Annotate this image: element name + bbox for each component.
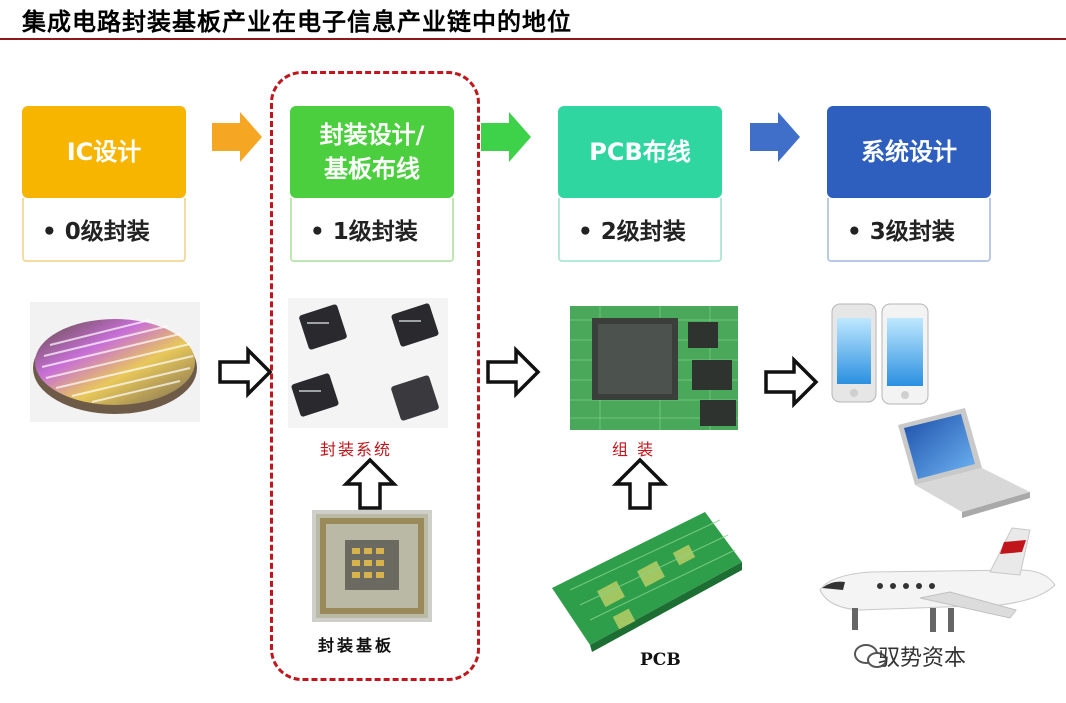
outline-arrow-right-icon [218, 345, 273, 399]
stage-level-0: • 0级封装 [22, 198, 186, 262]
pcb-assembly-image [570, 306, 738, 430]
outline-arrow-up-icon [341, 457, 399, 510]
wafer-image [30, 302, 200, 422]
arrow-right-icon [750, 112, 800, 162]
smartphone-image [831, 303, 929, 405]
airplane-image [819, 527, 1056, 632]
stage-level-1: • 1级封装 [290, 198, 454, 262]
highlight-frame [270, 71, 480, 681]
stage-level-2: • 2级封装 [558, 198, 722, 262]
watermark-text: 驭势资本 [878, 646, 967, 671]
stage-level-3: • 3级封装 [827, 198, 991, 262]
outline-arrow-up-icon [611, 457, 669, 510]
pcb-board-image [552, 512, 742, 652]
caption-assembly: 组 装 [612, 440, 656, 459]
title-divider [0, 38, 1066, 40]
arrow-right-icon [481, 112, 531, 162]
package-chips-image [288, 298, 448, 428]
outline-arrow-right-icon [486, 345, 541, 399]
arrow-right-icon [212, 112, 262, 162]
stage-box-ic-design: IC设计 [22, 106, 186, 198]
caption-package-substrate: 封装基板 [318, 636, 395, 655]
stage-box-package-design: 封装设计/ 基板布线 [290, 106, 454, 198]
laptop-image [898, 408, 1030, 518]
outline-arrow-right-icon [764, 355, 819, 409]
stage-box-system-design: 系统设计 [827, 106, 991, 198]
page-title: 集成电路封装基板产业在电子信息产业链中的地位 [22, 7, 572, 36]
caption-pcb: PCB [640, 650, 681, 670]
package-substrate-image [312, 510, 432, 622]
caption-package-system: 封装系统 [320, 440, 393, 459]
stage-box-pcb-routing: PCB布线 [558, 106, 722, 198]
wechat-icon [854, 644, 887, 668]
